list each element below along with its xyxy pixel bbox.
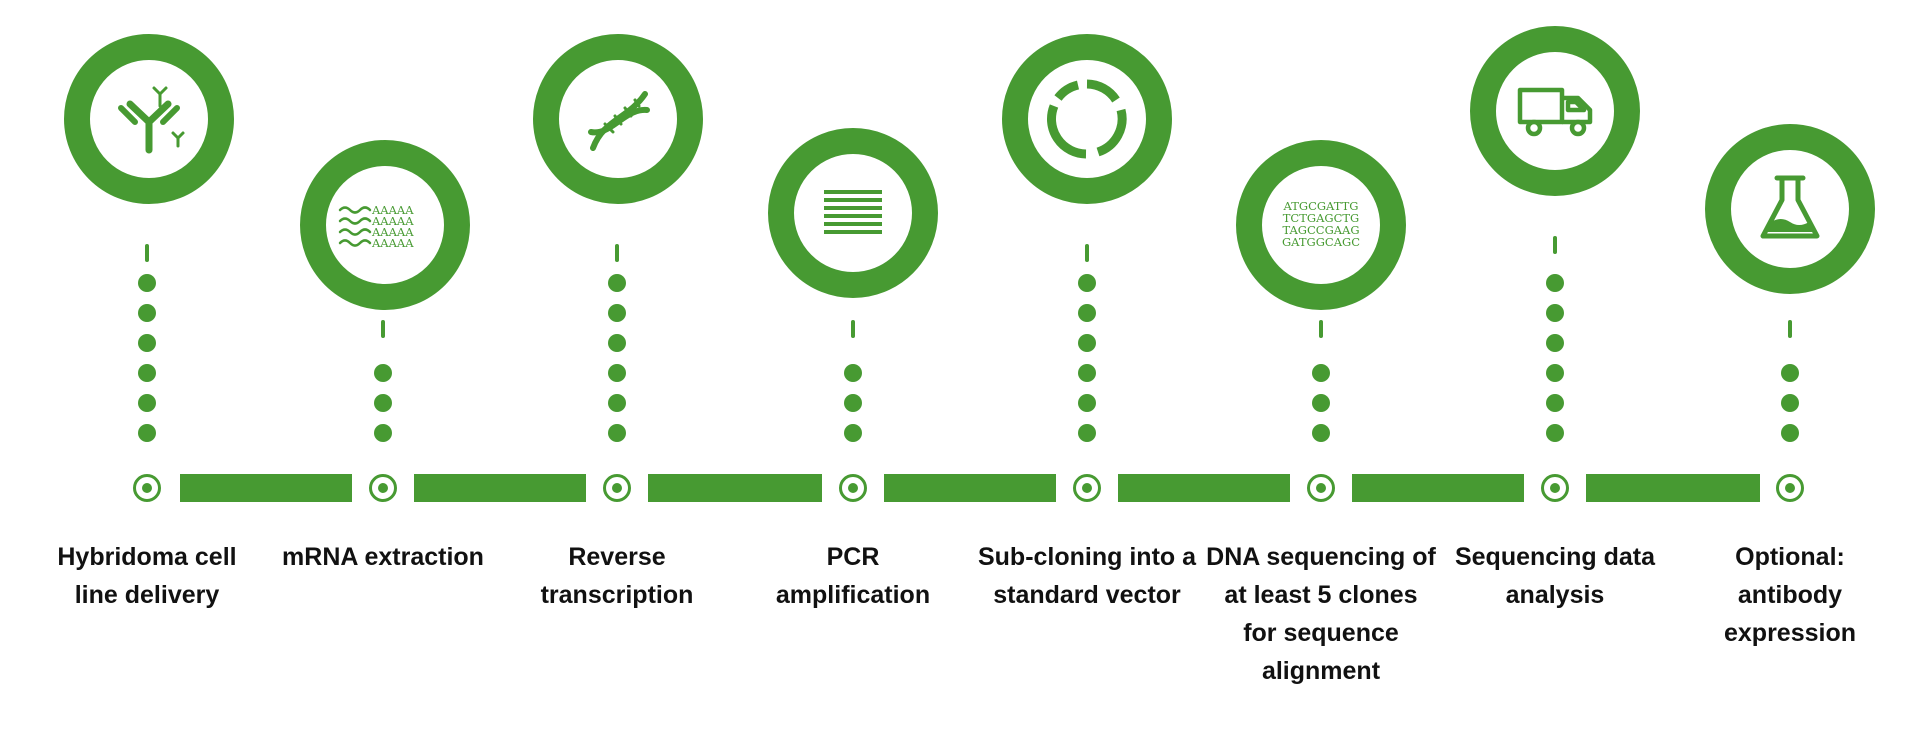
connector-dot <box>138 424 156 442</box>
connector-dot <box>608 394 626 412</box>
connector-dot <box>1078 274 1096 292</box>
connector-dot <box>374 424 392 442</box>
step-5-ring <box>1002 34 1172 204</box>
step-2-ring: AAAAA AAAAA AAAAA AAAAA <box>300 140 470 310</box>
connector-dot <box>608 304 626 322</box>
connector-dot <box>1546 304 1564 322</box>
connector-tick <box>851 320 855 338</box>
dna-sequence-line: ATGCGATTG <box>1283 199 1359 213</box>
connector-dot <box>1078 364 1096 382</box>
step-5-label: Sub-cloning into a standard vector <box>977 543 1197 609</box>
truck-icon <box>1517 87 1593 137</box>
step-8-label: Optional: antibody expression <box>1723 543 1856 647</box>
connector-dot <box>844 394 862 412</box>
timeline-bar <box>884 474 1056 502</box>
step-1-label: Hybridoma cell line delivery <box>57 543 237 609</box>
connector-dot <box>1546 274 1564 292</box>
connector-dot <box>1781 424 1799 442</box>
connector-dot <box>138 304 156 322</box>
connector-dot <box>608 274 626 292</box>
connector-tick <box>615 244 619 262</box>
connector-dot <box>1312 424 1330 442</box>
connector-dot <box>374 364 392 382</box>
connector-dot <box>1546 424 1564 442</box>
connector-dot <box>1078 424 1096 442</box>
connector-dot <box>1781 394 1799 412</box>
connector-dot <box>1781 364 1799 382</box>
connector-dot <box>138 364 156 382</box>
plasmid-ring-icon <box>1047 79 1127 159</box>
dna-sequence-line: TCTGAGCTG <box>1283 211 1359 225</box>
connector-dot <box>374 394 392 412</box>
step-2-label: mRNA extraction <box>282 543 484 571</box>
connector-dot <box>138 394 156 412</box>
antibody-icon <box>118 86 185 154</box>
connector-dot <box>1546 364 1564 382</box>
timeline-node <box>1776 474 1804 502</box>
connector-dot <box>844 364 862 382</box>
timeline-node <box>1073 474 1101 502</box>
step-7-label: Sequencing data analysis <box>1454 543 1656 609</box>
step-3-ring <box>533 34 703 204</box>
connector-dot <box>1078 394 1096 412</box>
timeline-node <box>603 474 631 502</box>
connector-dot <box>1078 304 1096 322</box>
step-8-ring <box>1705 124 1875 294</box>
connector-dot <box>1546 394 1564 412</box>
connector-tick <box>1319 320 1323 338</box>
timeline-bar <box>1118 474 1290 502</box>
connector-dot <box>1312 394 1330 412</box>
timeline-bar <box>180 474 352 502</box>
step-3-label: Reverse transcription <box>540 543 694 609</box>
connector-tick <box>1553 236 1557 254</box>
step-6-ring: ATGCGATTG TCTGAGCTG TAGCCGAAG GATGGCAGC <box>1236 140 1406 310</box>
timeline-node <box>1541 474 1569 502</box>
dna-helix-icon <box>588 91 650 151</box>
connector-dot <box>608 334 626 352</box>
connector-tick <box>1788 320 1792 338</box>
stacked-lines-icon <box>824 190 882 234</box>
connector-dot <box>1546 334 1564 352</box>
connector-dot <box>1078 334 1096 352</box>
step-6-label: DNA sequencing of at least 5 clones for … <box>1206 543 1436 685</box>
connector-dot <box>1312 364 1330 382</box>
step-4-label: PCR amplification <box>775 543 931 609</box>
timeline-node <box>133 474 161 502</box>
connector-tick <box>381 320 385 338</box>
connector-tick <box>145 244 149 262</box>
dna-sequence-line: GATGGCAGC <box>1282 235 1360 249</box>
step-1-ring <box>64 34 234 204</box>
mrna-polya-text: AAAAA <box>371 236 414 250</box>
connector-dot <box>608 364 626 382</box>
connector-dot <box>138 274 156 292</box>
timeline-node <box>839 474 867 502</box>
step-4-ring <box>768 128 938 298</box>
mrna-icon: AAAAA AAAAA AAAAA AAAAA <box>338 203 414 250</box>
timeline-node <box>1307 474 1335 502</box>
step-7-ring <box>1470 26 1640 196</box>
flask-icon <box>1760 175 1820 239</box>
mrna-polya-text: AAAAA <box>371 225 414 239</box>
mrna-polya-text: AAAAA <box>371 203 414 217</box>
dna-sequence-icon: ATGCGATTG TCTGAGCTG TAGCCGAAG GATGGCAGC <box>1282 199 1360 249</box>
connector-dot <box>138 334 156 352</box>
connector-tick <box>1085 244 1089 262</box>
timeline-node <box>369 474 397 502</box>
timeline-bar <box>1352 474 1524 502</box>
timeline-bar <box>648 474 822 502</box>
connector-dot <box>608 424 626 442</box>
timeline-bar <box>414 474 586 502</box>
connector-dot <box>844 424 862 442</box>
dna-sequence-line: TAGCCGAAG <box>1282 223 1359 237</box>
mrna-polya-text: AAAAA <box>371 214 414 228</box>
timeline-bar <box>1586 474 1760 502</box>
